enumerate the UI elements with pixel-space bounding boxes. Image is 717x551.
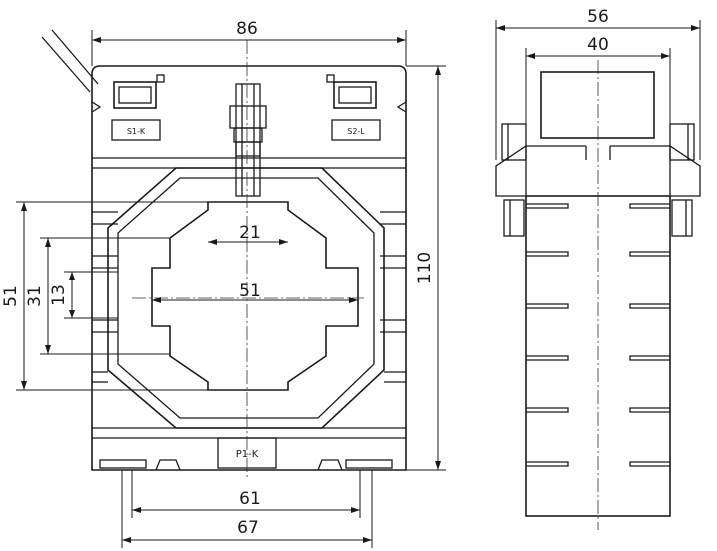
- dim-110: 110: [415, 252, 435, 284]
- octagon-inner: [117, 177, 375, 419]
- dim-51-left: 51: [1, 285, 21, 307]
- window-opening: [151, 201, 359, 391]
- dim-86: 86: [236, 19, 258, 39]
- dim-31: 31: [25, 285, 45, 307]
- terminal-right-box: [333, 81, 377, 109]
- dim-51-mid: 51: [239, 281, 261, 301]
- front-view: S1-K S2-L P1-K: [1, 19, 446, 548]
- label-s1k: S1-K: [127, 127, 146, 136]
- label-s2l: S2-L: [347, 127, 365, 136]
- terminal-left-box: [113, 81, 157, 109]
- dim-21: 21: [239, 223, 261, 243]
- dim-13: 13: [49, 284, 69, 306]
- center-stud: [235, 83, 261, 197]
- dim-61: 61: [239, 489, 261, 509]
- front-body-outline: [91, 65, 407, 471]
- side-view: 56 40: [495, 7, 701, 530]
- dim-40: 40: [587, 35, 609, 55]
- dim-67: 67: [237, 518, 259, 538]
- octagon-outer: [107, 167, 385, 429]
- dim-56: 56: [587, 7, 609, 27]
- side-top-block: [540, 71, 655, 139]
